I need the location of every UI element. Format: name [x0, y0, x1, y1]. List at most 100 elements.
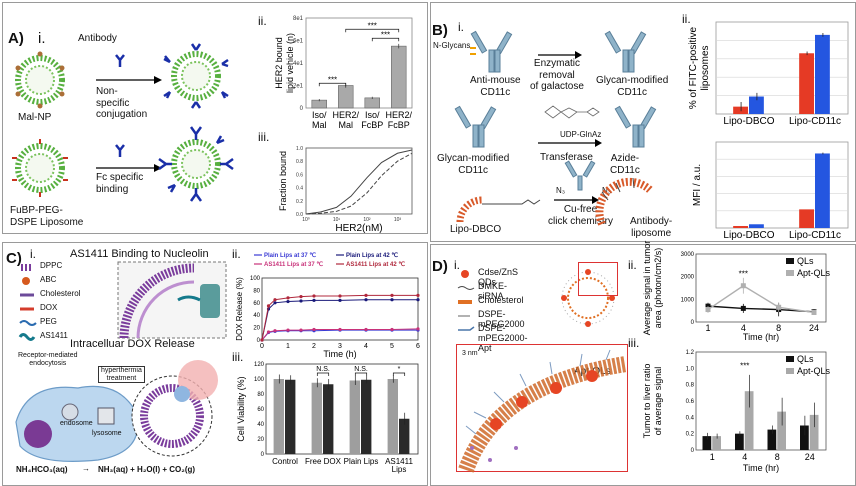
fubp-label: FuBP-PEG- DSPE Liposome	[10, 205, 84, 228]
panel-a-ii-label: ii.	[258, 14, 267, 28]
x-axis-label: Time (hr)	[743, 463, 779, 473]
panel-a	[2, 2, 428, 234]
glycan-mod-label-1: Glycan-modified CD11c	[596, 75, 669, 98]
reaction-arrow: →	[82, 464, 90, 473]
y-tick-label: 2e1	[293, 84, 304, 90]
panel-b-tag: B)	[432, 22, 448, 39]
x-tick-label: 4	[364, 343, 368, 350]
significance-label: ***	[368, 21, 377, 30]
intracellular-title: Intracelluar DOX Release	[70, 338, 195, 350]
x-tick-label: Lipo-CD11c	[789, 116, 841, 127]
bar	[767, 429, 777, 450]
glycan-modified-antibody-2-icon	[454, 105, 497, 148]
y-tick-label: 0.2	[686, 432, 695, 438]
y-tick-label: 0	[300, 106, 304, 112]
y-tick-label: 8e1	[293, 16, 304, 22]
x-tick-label: 10¹	[333, 217, 341, 223]
lipo-dbco-icon	[456, 196, 541, 223]
significance-bracket	[371, 37, 400, 42]
x-tick-label: 3	[338, 343, 342, 350]
x-tick-label: 10⁰	[302, 217, 310, 223]
data-point	[266, 304, 271, 308]
cell-uptake-illustration	[15, 360, 218, 462]
data-point	[364, 327, 368, 332]
bar	[815, 34, 830, 114]
panel-d-ii-label: ii.	[628, 258, 637, 272]
x-tick-label: 4	[741, 323, 746, 333]
antibody-liposome-icon	[595, 177, 653, 226]
antibody-icon	[115, 54, 125, 67]
legend-cholesterol: Cholesterol	[40, 289, 81, 298]
series-line	[305, 149, 413, 215]
panel-d-tag: D)	[432, 258, 448, 275]
significance-bracket	[354, 372, 368, 376]
bar	[733, 225, 748, 228]
reaction-left: NH₄HCO₃(aq)	[16, 465, 68, 474]
bar	[338, 85, 354, 109]
data-point	[312, 294, 316, 298]
x-tick-label: Lipo-DBCO	[723, 116, 774, 127]
x-tick-label: 10³	[394, 217, 402, 223]
bar	[744, 391, 754, 450]
panel-c-legend-icons	[18, 264, 37, 341]
y-tick-label: 0	[261, 452, 265, 458]
y-tick-label: 20	[253, 326, 260, 332]
series-line	[707, 284, 815, 314]
plot-frame	[695, 351, 827, 451]
legend-peg: PEG	[40, 317, 57, 326]
x-tick-label: Lipo-CD11c	[789, 230, 841, 241]
y-axis-label: Fraction bound	[278, 151, 288, 211]
legend-peg-apt: DSPE-mPEG2000-Apt	[478, 323, 528, 353]
bar	[800, 425, 809, 450]
significance-label: N.S.	[354, 366, 368, 373]
fc-bound-liposome-icon	[158, 126, 234, 202]
legend-label: AS1411 Lips at 37 ℃	[264, 261, 323, 268]
x-tick-label: 6	[416, 343, 420, 350]
x-tick-label: 2	[312, 343, 316, 350]
x-tick-label: Plain Lips	[344, 457, 379, 466]
y-axis-label: HER2 bound	[274, 37, 284, 89]
data-point	[299, 328, 303, 332]
x-tick-label: 24	[805, 452, 815, 462]
data-point	[312, 298, 316, 302]
data-point	[273, 329, 277, 333]
legend-label: Plain Lips at 37 ℃	[264, 252, 316, 259]
data-point	[338, 294, 342, 298]
bar	[311, 99, 327, 109]
apt-ql-detail-illustration	[458, 349, 628, 473]
panel-d-iii-label: iii.	[628, 336, 640, 350]
lysosome-label: lysosome	[92, 430, 122, 437]
fubp-liposome-icon	[12, 139, 68, 197]
data-point	[705, 307, 711, 313]
x-tick-label: HER2/	[332, 110, 359, 120]
series-line	[261, 328, 419, 341]
hyperthermia-label: hyperthermia treatment	[98, 366, 145, 384]
data-point	[312, 327, 316, 332]
panel-b-ii-label: ii.	[682, 12, 691, 26]
bar	[712, 436, 721, 450]
y-tick-label: 100	[254, 377, 265, 383]
data-point	[364, 293, 368, 297]
panel-d-i-label: i.	[454, 258, 460, 272]
azide-label: Azide- CD11c	[610, 153, 640, 176]
y-tick-label: 120	[254, 362, 265, 368]
data-point	[338, 327, 342, 332]
y-tick-label: 20	[257, 437, 264, 443]
significance-bracket	[316, 372, 330, 376]
data-point	[286, 328, 290, 332]
enzymatic-label: Enzymatic removal of galactose	[530, 58, 584, 92]
panel-d-legend-icons	[457, 270, 475, 331]
n3-label-2: N₃	[602, 186, 612, 195]
legend-label: Apt-QLs	[797, 366, 831, 376]
data-point	[390, 293, 394, 297]
data-point	[260, 338, 264, 342]
y-tick-label: 0.4	[296, 186, 303, 192]
legend-dppc: DPPC	[40, 261, 63, 270]
bar	[391, 45, 407, 109]
malnp-label: Mal-NP	[18, 112, 52, 123]
nonspecific-label: Non- specific conjugation	[96, 86, 148, 120]
y-axis-label: % of FITC-positive	[688, 26, 699, 109]
legend-dox: DOX	[40, 303, 58, 312]
